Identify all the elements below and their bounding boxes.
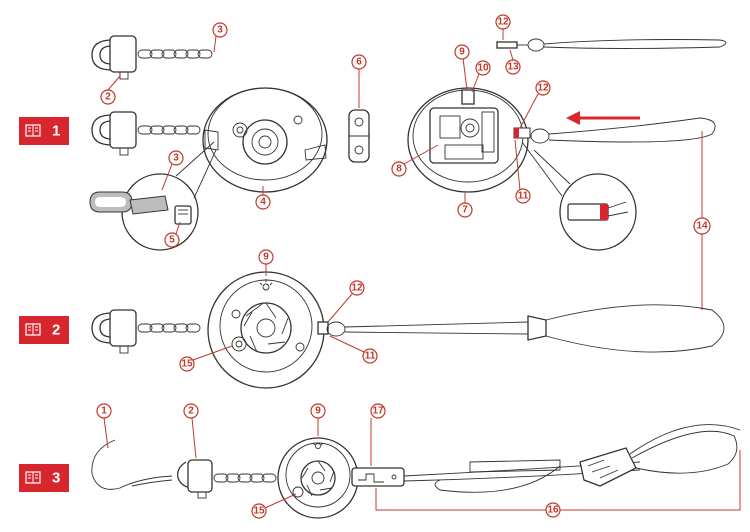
step-1-label: 1 — [52, 123, 60, 140]
callout-11-step1: 11 — [515, 188, 531, 204]
shackle-with-chain-step2 — [91, 309, 201, 354]
svg-text:3: 3 — [217, 25, 223, 36]
callout-12-step1: 12 — [535, 80, 551, 96]
callout-15-step3: 15 — [251, 503, 267, 519]
detail-magnifier-left — [89, 141, 217, 251]
shackle-with-chain-top — [91, 35, 213, 80]
callout-9-step2: 9 — [258, 249, 274, 265]
step-2-label: 2 — [52, 322, 60, 339]
svg-text:15: 15 — [253, 506, 265, 517]
callout-2-step1: 2 — [100, 89, 116, 105]
callout-3-detail: 3 — [168, 150, 184, 166]
svg-text:2: 2 — [105, 92, 111, 103]
lanyard-loop-attached — [530, 117, 716, 144]
housing-back-open — [202, 87, 328, 193]
cable-lock-step3 — [351, 424, 741, 493]
callout-15-step2: 15 — [179, 356, 195, 372]
svg-text:9: 9 — [459, 47, 465, 58]
shackle-with-chain-attached — [91, 111, 201, 156]
callout-3-step1: 3 — [212, 22, 228, 38]
svg-text:14: 14 — [696, 221, 708, 232]
svg-text:9: 9 — [315, 406, 321, 417]
callout-13: 13 — [505, 59, 521, 75]
light-sensor-icon — [259, 279, 273, 291]
lanyard-loose — [496, 38, 727, 52]
svg-text:13: 13 — [507, 62, 519, 73]
svg-text:15: 15 — [181, 359, 193, 370]
svg-text:12: 12 — [351, 283, 363, 294]
callout-4: 4 — [255, 194, 271, 210]
callout-14: 14 — [693, 217, 711, 235]
callout-17: 17 — [370, 403, 386, 419]
svg-text:2: 2 — [188, 406, 194, 417]
detail-magnifier-right — [521, 141, 637, 251]
book-icon — [25, 323, 41, 336]
callout-12-lanyard: 12 — [495, 14, 511, 30]
svg-text:8: 8 — [396, 164, 402, 175]
step-2-badge: 2 — [19, 316, 69, 344]
svg-text:3: 3 — [173, 153, 179, 164]
svg-text:17: 17 — [372, 406, 384, 417]
svg-text:12: 12 — [497, 17, 509, 28]
callout-2-step3: 2 — [183, 403, 199, 419]
camera-assembled-step3 — [277, 437, 359, 519]
svg-text:10: 10 — [477, 63, 489, 74]
svg-text:7: 7 — [462, 205, 468, 216]
svg-text:9: 9 — [263, 252, 269, 263]
housing-front-open — [407, 87, 531, 193]
callout-7: 7 — [457, 202, 473, 218]
callout-5: 5 — [164, 232, 180, 248]
lanyard-loop-step2 — [326, 304, 725, 353]
svg-text:6: 6 — [356, 57, 362, 68]
svg-text:16: 16 — [547, 505, 559, 516]
book-icon — [25, 124, 41, 137]
svg-text:11: 11 — [365, 351, 376, 362]
light-sensor-icon — [312, 442, 324, 449]
step-3-label: 3 — [52, 470, 60, 487]
svg-text:12: 12 — [537, 83, 549, 94]
svg-text:5: 5 — [169, 235, 175, 246]
step-3-badge: 3 — [19, 464, 69, 492]
callout-1: 1 — [96, 403, 112, 419]
callout-12-step2: 12 — [349, 280, 365, 296]
callout-16: 16 — [545, 502, 561, 518]
screw — [348, 109, 370, 163]
svg-text:4: 4 — [260, 197, 266, 208]
callout-8: 8 — [391, 161, 407, 177]
camera-assembled-step2 — [207, 271, 329, 389]
insert-direction-arrow — [566, 111, 640, 125]
callout-9-step1: 9 — [454, 44, 470, 60]
callout-9-step3: 9 — [310, 403, 326, 419]
book-icon — [25, 471, 41, 484]
shackle-step3 — [177, 459, 277, 499]
small-loop-step3 — [91, 439, 173, 490]
callout-11-step2: 11 — [362, 348, 378, 364]
callout-6: 6 — [351, 54, 367, 70]
callout-10: 10 — [475, 60, 491, 76]
step-1-badge: 1 — [19, 117, 69, 145]
svg-text:11: 11 — [518, 191, 529, 202]
svg-text:1: 1 — [101, 406, 107, 417]
